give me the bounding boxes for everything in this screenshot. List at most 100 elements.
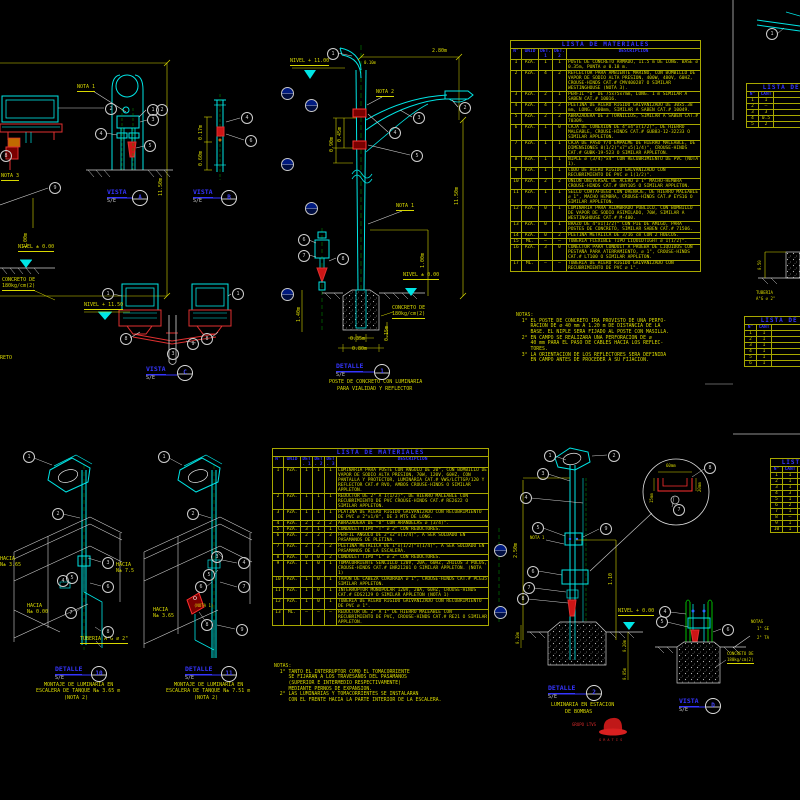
cell-description: PLETINA DE ACERO RIGIDO GALVANIZADO DE 3…	[565, 102, 702, 114]
cell-value: 1	[324, 467, 337, 494]
callout-3: 3	[147, 114, 159, 126]
detalle-1-scale: S/E	[336, 372, 346, 378]
dim-0.50-re: 0.50	[757, 260, 762, 270]
notas-re-title: NOTAS	[751, 619, 764, 624]
vista-d-title: VISTA	[679, 697, 699, 707]
cell-description: REDUCTOR DE 2" A 1" DE HIERRO MALEABLE C…	[335, 609, 490, 626]
cell-value: PZA.	[283, 598, 301, 610]
cell-value: PZA.	[283, 532, 301, 544]
detalle-11-title: DETALLE	[185, 665, 213, 675]
cell-description: ABRAZADERA DE 3 TORNILLOS, SIMILAR A SAB…	[565, 113, 702, 125]
cell-description: REFLECTOR PARA AMBIENTE MARINO, CON BOMB…	[565, 70, 702, 92]
cell-description	[772, 121, 800, 128]
callout-5: 5	[532, 522, 544, 534]
callout-3: 3	[413, 112, 425, 124]
cell-value: 11	[510, 189, 522, 206]
callout-6: 6	[527, 566, 539, 578]
table-title: LISTA DE MATERIALES	[745, 83, 800, 92]
column-header: UNID	[521, 48, 539, 60]
cell-value: 2	[324, 532, 337, 544]
table-row: 2—	[746, 103, 800, 110]
cell-value: 1	[552, 140, 567, 157]
vista-b-title: VISTA	[193, 188, 213, 198]
vista-a-scale: S/E	[107, 198, 117, 204]
detalle-2-title: DETALLE	[548, 684, 576, 694]
cell-value: 1	[538, 140, 553, 157]
dim-0.10m-c: 0.10m	[364, 60, 377, 65]
cell-description: CAJA DE PASO Y/O EMPALME DE HIERRO MALEA…	[565, 140, 702, 157]
cell-value: 17	[510, 260, 522, 272]
cell-value: PZA.	[521, 113, 539, 125]
callout-1: 1	[23, 451, 35, 463]
cell-value: 1	[538, 189, 553, 206]
callout-2: 2	[608, 450, 620, 462]
callout-9: 9	[600, 523, 612, 535]
detalle-11-drawing	[143, 454, 253, 676]
column-header: CANT	[758, 91, 774, 98]
notes-bottom-block: NOTAS: 1° TANTO EL INTERRUPTOR COMO EL T…	[274, 664, 442, 703]
ref-bubble-C: C	[177, 365, 193, 381]
cell-value: 1	[538, 167, 553, 179]
cell-value: 1	[300, 587, 313, 599]
callout-8: 8	[120, 333, 132, 345]
cell-value: 4	[538, 70, 553, 92]
watermark-logo-caption: G R A T I S	[599, 738, 623, 742]
cell-value: 1	[300, 493, 313, 510]
hacia-l1c-2: N± 0.00	[27, 609, 49, 615]
cell-value: 1	[552, 59, 567, 71]
nivel-11.50: NIVEL + 11.50	[84, 302, 124, 310]
callout-1: 1	[158, 451, 170, 463]
detalle-1-cap1: POSTE DE CONCRETO CON LUMINARIA	[329, 379, 423, 385]
notas-re-1: 1° SE	[757, 626, 770, 631]
dim-0.45m: 0.45m	[337, 126, 343, 142]
detalle-11-cap3: (NOTA 2)	[194, 695, 219, 701]
cell-value: —	[324, 609, 337, 626]
callout-8: 8	[102, 626, 114, 638]
cell-value: 8	[510, 156, 522, 168]
callout-3: 3	[537, 468, 549, 480]
cell-value: PZA.	[521, 91, 539, 103]
section-marker	[280, 157, 294, 171]
nivel-0.00-c: NIVEL ± 0.00	[403, 272, 440, 280]
cell-description: TUBERIA DE ACERO RIGIDO GALVANIZADO CON …	[335, 598, 490, 610]
cell-value: PZA.	[521, 156, 539, 168]
detalle-1-title: DETALLE	[336, 362, 364, 372]
cell-value: 0	[312, 560, 325, 577]
nivel-0.00-tl: NIVEL ± 0.00	[18, 244, 55, 252]
callout-5: 5	[656, 616, 668, 628]
callout-2: 2	[187, 508, 199, 520]
ref-bubble-2: 2	[586, 685, 602, 701]
cell-value: 1	[324, 576, 337, 588]
column-header: DET. 1	[300, 456, 313, 468]
cell-value: 1	[312, 509, 325, 521]
table-title: LISTA DE MATERIALES	[769, 458, 800, 467]
cell-value: 1	[538, 124, 553, 141]
callout-3: 3	[167, 348, 179, 360]
cell-description: LUMINARIA PARA POSTE CON ANGULO DE 20°, …	[335, 467, 490, 494]
column-header: DET. 2	[552, 48, 567, 60]
cell-value: PZA.	[521, 59, 539, 71]
ref-bubble-11: 11	[221, 666, 237, 682]
cell-value: 1	[552, 189, 567, 206]
ref-bubble-1: 1	[374, 364, 390, 380]
cell-value: 3	[510, 91, 522, 103]
cell-value: PZA.	[521, 167, 539, 179]
cell-value: PZA.	[521, 244, 539, 261]
callout-5: 5	[203, 569, 215, 581]
cell-value: 2	[272, 493, 284, 510]
column-header: N°	[510, 48, 522, 60]
cell-value: 16	[510, 244, 522, 261]
concreto-c-2: 180kg/cm(2)	[392, 311, 426, 319]
cell-value: —	[552, 260, 567, 272]
column-header: DET. 1	[538, 48, 553, 60]
